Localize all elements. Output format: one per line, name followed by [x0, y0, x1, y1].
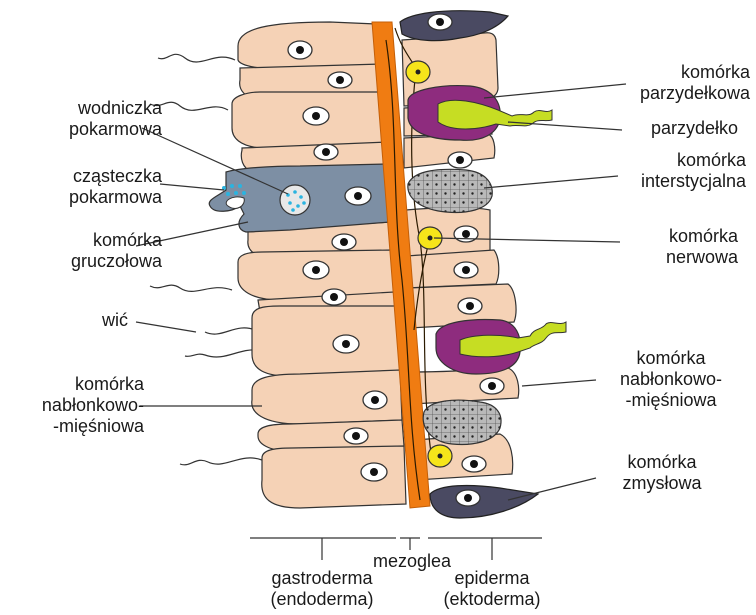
label-line: epiderma: [424, 568, 560, 589]
interstitial-cell-bottom: [423, 400, 501, 444]
label-flagellum: wić: [28, 310, 128, 331]
label-line: -mięśniowa: [596, 390, 746, 411]
label-gastroderm: gastroderma (endoderma): [252, 568, 392, 610]
label-nerve-cell: komórka nerwowa: [600, 226, 738, 268]
label-line: gastroderma: [252, 568, 392, 589]
label-epitheliomuscular-left: komórka nabłonkowo- -mięśniowa: [4, 374, 144, 437]
label-line: komórka: [600, 62, 750, 83]
label-line: komórka: [4, 374, 144, 395]
label-line: komórka: [600, 226, 738, 247]
label-line: nerwowa: [600, 247, 738, 268]
flagellum: [180, 458, 262, 465]
label-sensory-cell: komórka zmysłowa: [600, 452, 724, 494]
label-line: wodniczka: [28, 98, 162, 119]
label-line: komórka: [28, 230, 162, 251]
label-food-vacuole: wodniczka pokarmowa: [28, 98, 162, 140]
label-gland-cell: komórka gruczołowa: [28, 230, 162, 272]
leader-interstycjalna: [484, 176, 618, 188]
label-line: gruczołowa: [28, 251, 162, 272]
label-interstitial-cell: komórka interstycjalna: [600, 150, 746, 192]
label-line: -mięśniowa: [4, 416, 144, 437]
label-line: pokarmowa: [28, 187, 162, 208]
flagellum: [150, 285, 232, 291]
label-line: (ektoderma): [424, 589, 560, 610]
sensory-cell-bottom: [430, 486, 538, 518]
label-line: interstycjalna: [600, 171, 746, 192]
label-line: cząsteczka: [28, 166, 162, 187]
interstitial-cell-top: [408, 169, 492, 212]
food-vacuole: [280, 185, 310, 215]
leader-zmyslowa: [508, 478, 596, 500]
label-food-particle: cząsteczka pokarmowa: [28, 166, 162, 208]
label-line: zmysłowa: [600, 473, 724, 494]
label-line: (endoderma): [252, 589, 392, 610]
label-line: nabłonkowo-: [596, 369, 746, 390]
label-epitheliomuscular-right: komórka nabłonkowo- -mięśniowa: [596, 348, 746, 411]
label-epiderm: epiderma (ektoderma): [424, 568, 560, 610]
flagellum: [205, 328, 255, 334]
gastroderm-cell: [252, 306, 400, 376]
label-line: parzydełko: [600, 118, 738, 139]
label-line: nabłonkowo-: [4, 395, 144, 416]
label-line: parzydełkowa: [600, 83, 750, 104]
label-line: komórka: [600, 452, 724, 473]
flagellum: [158, 54, 235, 62]
leader-wic: [136, 322, 196, 332]
label-cnidocyte: komórka parzydełkowa: [600, 62, 750, 104]
leader-nablonkowo-right: [522, 380, 596, 386]
label-cnidocil: parzydełko: [600, 118, 738, 139]
label-line: pokarmowa: [28, 119, 162, 140]
label-line: komórka: [596, 348, 746, 369]
flagellum: [185, 350, 258, 357]
leader-czasteczka: [160, 184, 224, 190]
label-line: komórka: [600, 150, 746, 171]
label-line: wić: [28, 310, 128, 331]
